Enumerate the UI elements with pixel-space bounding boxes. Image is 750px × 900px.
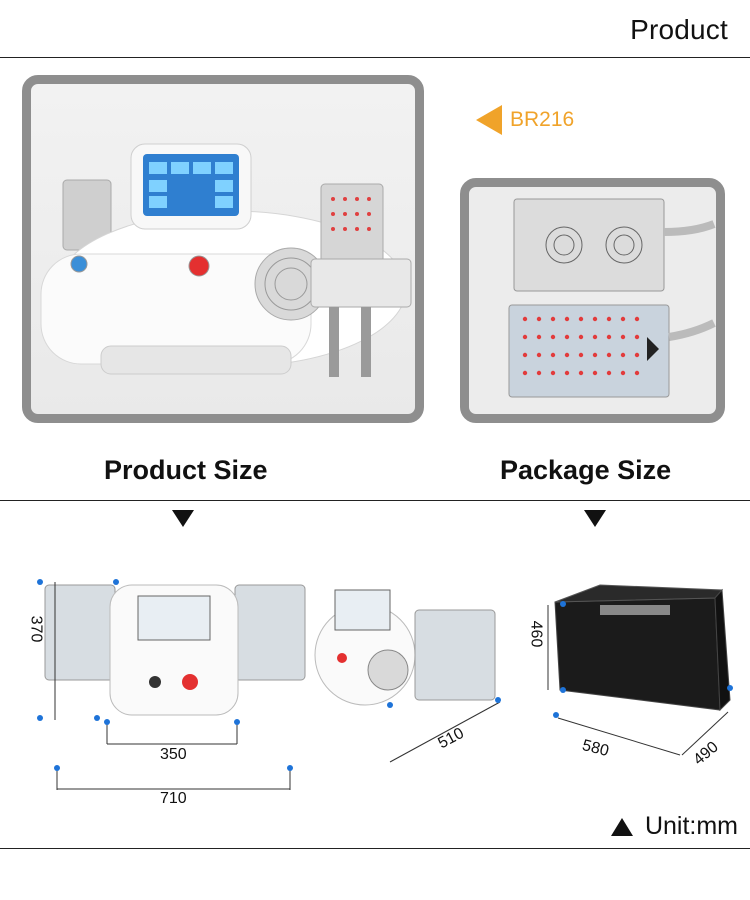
footer-divider [0,848,750,849]
product-photo-frame [22,75,424,423]
model-code: BR216 [510,108,575,131]
dim-inner-width: 350 [160,746,187,763]
dim-height: 370 [27,615,45,643]
dim-total-width: 710 [160,790,187,807]
page-title: Product [630,14,728,45]
product-photo [40,143,412,377]
package-case [554,584,731,712]
product-size-title: Product Size [104,455,268,485]
model-tag: BR216 [476,105,574,135]
pad-photo-frame [460,178,725,423]
left-triangle-icon [476,105,502,135]
header-divider [0,57,750,58]
dim-case-height: 460 [527,620,545,648]
down-arrow-icon [172,510,194,527]
unit-label-group: Unit:mm [610,812,738,841]
package-size-title: Package Size [500,455,672,485]
section-divider [0,500,750,501]
up-triangle-icon [610,817,633,836]
front-view-machine [44,584,306,716]
down-arrow-icon [584,510,606,527]
unit-label: Unit:mm [644,812,738,840]
side-view-machine [314,589,501,763]
pad-photo [508,198,716,398]
